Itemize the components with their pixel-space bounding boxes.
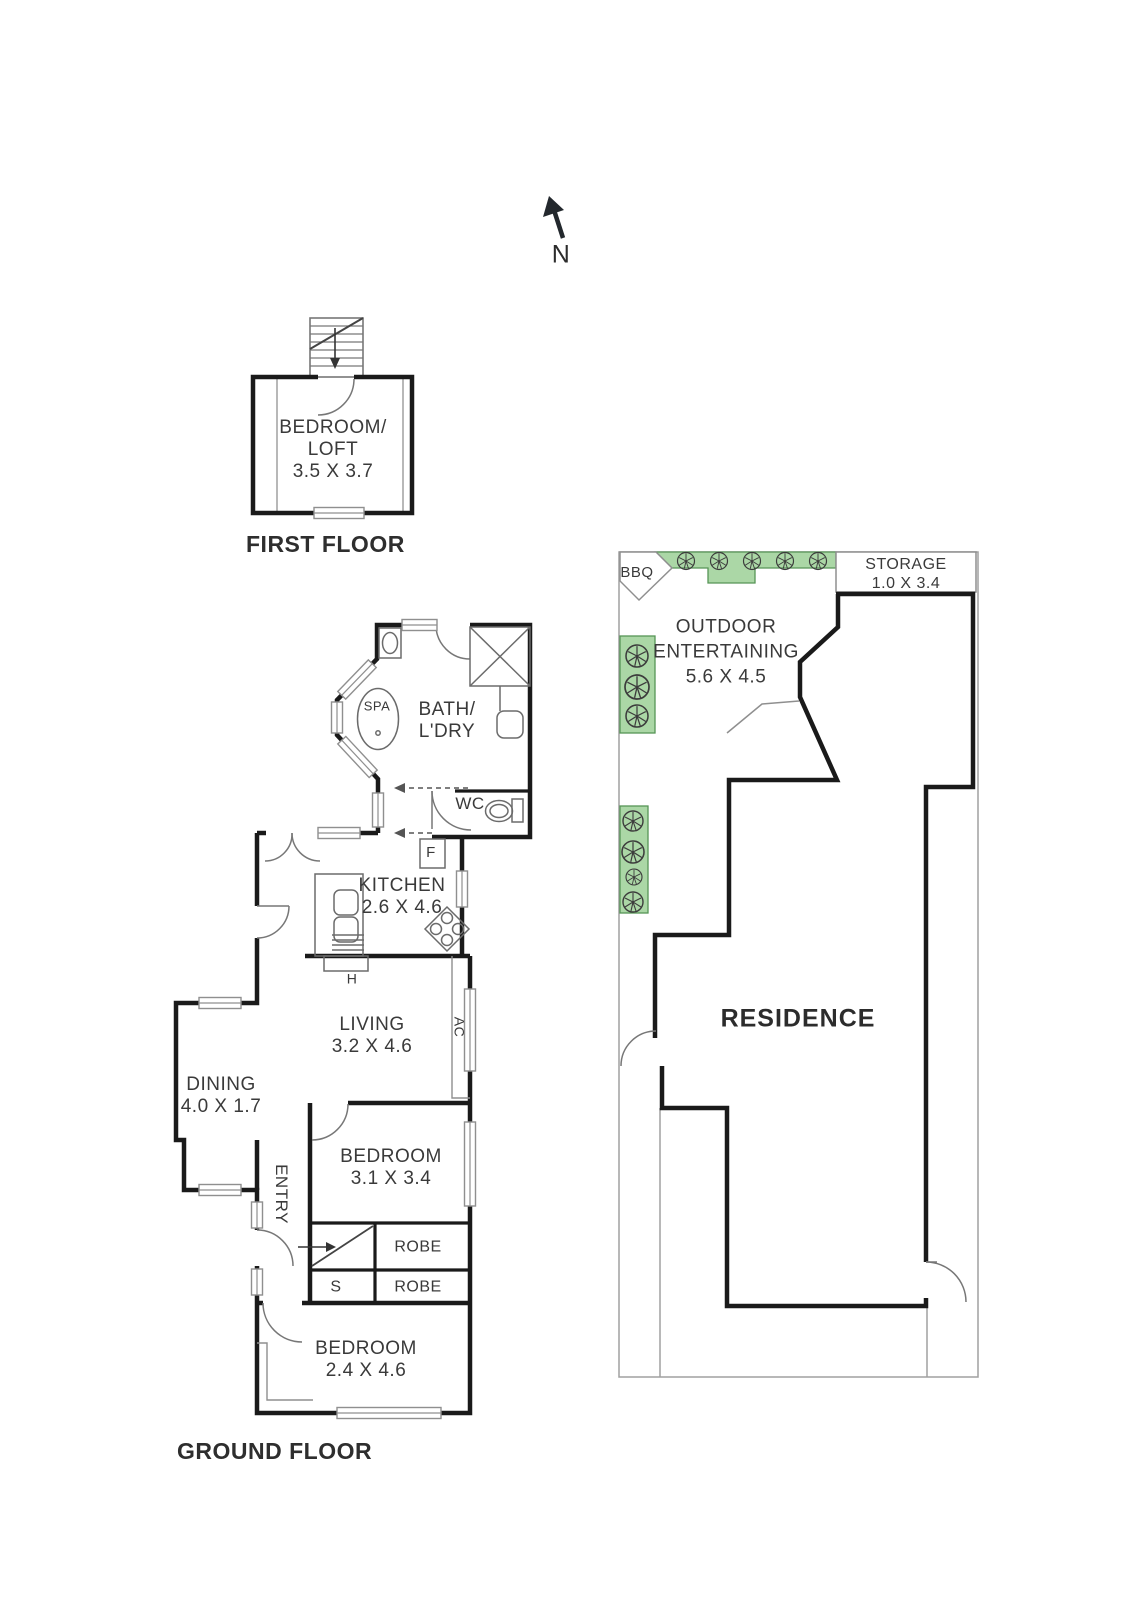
- label-wc: WC: [455, 793, 485, 813]
- stairs: [309, 317, 364, 378]
- label-bbq: BBQ: [620, 564, 654, 582]
- spa-bath: [356, 687, 400, 751]
- basin: [378, 627, 402, 659]
- room-label-bedroom-loft: BEDROOM/ LOFT 3.5 X 3.7: [279, 417, 387, 482]
- label-residence: RESIDENCE: [720, 1004, 876, 1033]
- first-floor-title: FIRST FLOOR: [246, 531, 405, 557]
- windows: [198, 618, 477, 1420]
- room-label-outdoor-entertaining: OUTDOOR ENTERTAINING 5.6 X 4.5: [653, 616, 799, 688]
- label-ac: AC: [451, 1016, 468, 1038]
- label-entry: ENTRY: [272, 1164, 292, 1224]
- label-hot-water: H: [346, 970, 358, 987]
- direction-arrows: [394, 783, 468, 838]
- hot-water-unit: [323, 955, 369, 972]
- room-label-living: LIVING 3.2 X 4.6: [331, 1014, 413, 1057]
- first-floor-plan: [250, 317, 415, 520]
- ac-nook: [451, 956, 470, 1099]
- ground-floor-plan: [173, 618, 533, 1420]
- canopy-line: [726, 700, 800, 734]
- cooktop: [423, 905, 471, 953]
- garden-bed: [654, 551, 837, 584]
- window: [313, 506, 365, 520]
- laundry-trough: [496, 710, 524, 739]
- stairs: [298, 1225, 374, 1267]
- door-arc: [925, 1261, 967, 1303]
- fireplace-nook: [257, 1342, 313, 1401]
- room-label-kitchen: KITCHEN 2.6 X 4.6: [358, 875, 446, 918]
- room-label-bedroom1: BEDROOM 3.1 X 3.4: [340, 1146, 442, 1189]
- bbq-bench: [619, 551, 674, 602]
- label-spa: SPA: [363, 698, 391, 714]
- residence-walls: [652, 591, 976, 1309]
- site-plan: [618, 551, 979, 1378]
- door-arc: [620, 1030, 657, 1067]
- room-label-storage: STORAGE 1.0 X 3.4: [865, 556, 947, 592]
- ground-floor-title: GROUND FLOOR: [177, 1438, 373, 1464]
- label-robe2: ROBE: [394, 1278, 442, 1296]
- door-arc: [317, 378, 355, 416]
- stair-arrow-icon: [326, 1242, 336, 1252]
- room-label-bath: BATH/ L'DRY: [418, 699, 476, 742]
- stair-arrow-icon: [330, 358, 340, 369]
- room-label-bedroom2: BEDROOM 2.4 X 4.6: [315, 1338, 417, 1381]
- label-robe1: ROBE: [394, 1238, 442, 1256]
- label-fridge: F: [426, 844, 436, 862]
- north-label: N: [551, 240, 571, 269]
- north-arrow-icon: [543, 196, 566, 239]
- label-store: S: [330, 1278, 342, 1296]
- fridge-space: [419, 838, 446, 869]
- room-label-dining: DINING 4.0 X 1.7: [180, 1074, 262, 1117]
- sink: [333, 889, 359, 916]
